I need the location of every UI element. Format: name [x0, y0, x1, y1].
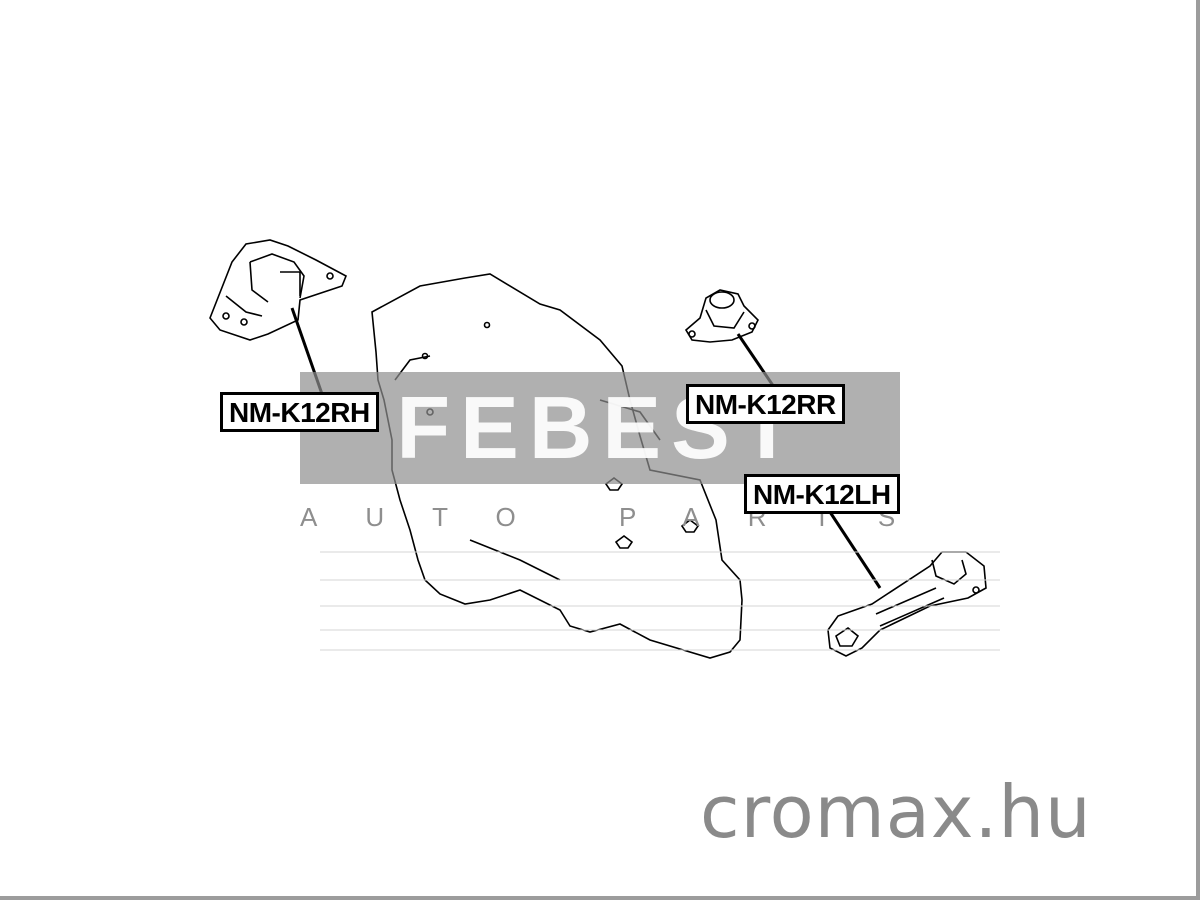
leader-line-lh — [828, 511, 882, 589]
part-label-rr: NM-K12RR — [686, 384, 845, 424]
mount-rh-drawing — [209, 239, 348, 341]
mount-rr-drawing — [684, 289, 759, 343]
watermark-stripes — [320, 551, 1000, 651]
part-label-lh: NM-K12LH — [744, 474, 900, 514]
mount-lh-drawing — [827, 551, 987, 657]
site-watermark: cromax.hu — [700, 770, 1092, 854]
part-label-rh: NM-K12RH — [220, 392, 379, 432]
